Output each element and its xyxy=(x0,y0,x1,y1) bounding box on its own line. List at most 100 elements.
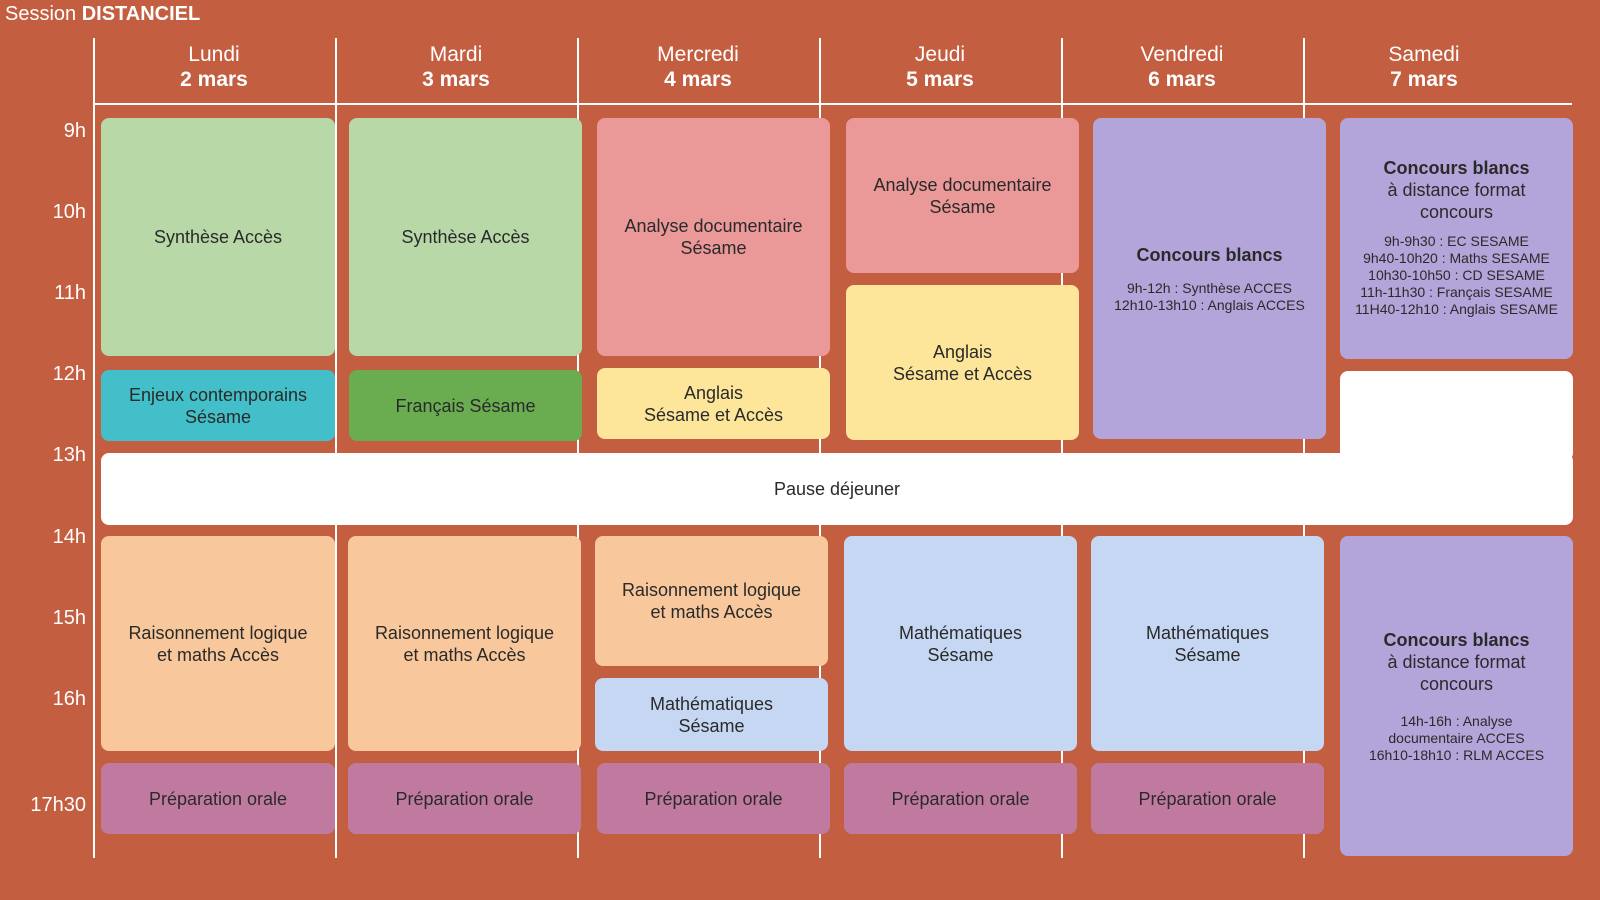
exam-title: Concours blancs xyxy=(1136,244,1283,265)
course-label: Mathématiques xyxy=(1145,622,1270,643)
exam-detail: 12h10-13h10 : Anglais ACCES xyxy=(1114,296,1305,313)
course-label: Sésame xyxy=(184,406,252,427)
day-name: Samedi xyxy=(1388,43,1460,66)
exam-detail: documentaire ACCES xyxy=(1388,729,1525,746)
exam-title: Concours blancs xyxy=(1383,629,1530,650)
course-block[interactable]: Enjeux contemporains Sésame xyxy=(101,370,335,441)
course-block[interactable]: Synthèse Accès xyxy=(349,118,582,356)
session-name: DISTANCIEL xyxy=(81,3,201,25)
course-label: Raisonnement logique xyxy=(374,622,555,643)
day-date: 7 mars xyxy=(1390,68,1458,91)
course-label: Synthèse Accès xyxy=(153,227,283,247)
exam-detail: 11h-11h30 : Français SESAME xyxy=(1360,284,1553,300)
hour-label: 13h xyxy=(52,444,86,466)
hour-label: 11h xyxy=(54,282,86,304)
course-block[interactable]: Mathématiques Sésame xyxy=(595,678,828,751)
course-label: Raisonnement logique xyxy=(128,622,308,643)
course-label: Analyse documentaire xyxy=(624,216,803,236)
course-label: Préparation orale xyxy=(1138,788,1277,809)
column-divider xyxy=(819,38,821,858)
day-name: Mercredi xyxy=(657,43,739,66)
course-label: Préparation orale xyxy=(395,788,534,809)
exam-subtitle: à distance format xyxy=(1387,180,1526,200)
lunch-label: Pause déjeuner xyxy=(773,479,901,499)
course-block[interactable]: Mathématiques Sésame xyxy=(1091,536,1324,751)
hour-label: 9h xyxy=(63,120,86,142)
lunch-break: Pause déjeuner xyxy=(101,453,1573,525)
day-name: Vendredi xyxy=(1140,43,1224,66)
course-label: Anglais xyxy=(932,341,993,362)
column-divider xyxy=(93,38,95,858)
course-block[interactable]: Préparation orale xyxy=(844,763,1077,834)
course-label: Mathématiques xyxy=(649,693,774,714)
exam-details: 9h-12h : Synthèse ACCES 12h10-13h10 : An… xyxy=(1114,280,1305,314)
day-date: 3 mars xyxy=(422,68,490,91)
course-label: Mathématiques xyxy=(898,622,1023,643)
course-block[interactable]: Analyse documentaire Sésame xyxy=(846,118,1079,273)
empty-slot xyxy=(1340,371,1573,461)
course-block[interactable]: Analyse documentaire Sésame xyxy=(597,118,830,356)
course-label: Sésame xyxy=(929,196,996,217)
day-date: 5 mars xyxy=(906,68,974,91)
course-label: Sésame xyxy=(1174,644,1241,665)
course-block[interactable]: Préparation orale xyxy=(348,763,581,834)
course-label: Préparation orale xyxy=(148,788,288,809)
exam-detail: 9h-9h30 : EC SESAME xyxy=(1384,233,1529,249)
exam-details: 14h-16h : Analyse documentaire ACCES 16h… xyxy=(1369,713,1544,764)
day-name: Jeudi xyxy=(914,43,966,66)
course-block[interactable]: Préparation orale xyxy=(101,763,335,834)
course-block[interactable]: Raisonnement logique et maths Accès xyxy=(595,536,828,666)
course-label: et maths Accès xyxy=(403,644,526,665)
exam-details: 9h-9h30 : EC SESAME 9h40-10h20 : Maths S… xyxy=(1355,233,1558,318)
exam-detail: 11H40-12h10 : Anglais SESAME xyxy=(1355,301,1558,317)
mock-exam-block[interactable]: Concours blancs à distance format concou… xyxy=(1340,118,1573,359)
course-label: Sésame xyxy=(680,238,747,258)
exam-detail: 16h10-18h10 : RLM ACCES xyxy=(1368,746,1545,763)
mock-exam-block[interactable]: Concours blancs 9h-12h : Synthèse ACCES … xyxy=(1093,118,1326,439)
hour-label: 12h xyxy=(52,363,86,385)
session-title: Session DISTANCIEL xyxy=(5,3,200,26)
course-block[interactable]: Anglais Sésame et Accès xyxy=(597,368,830,439)
course-block[interactable]: Raisonnement logique et maths Accès xyxy=(348,536,581,751)
course-label: Sésame xyxy=(678,715,745,736)
course-block[interactable]: Synthèse Accès xyxy=(101,118,335,356)
day-date: 2 mars xyxy=(180,68,248,91)
course-label: Synthèse Accès xyxy=(401,227,530,247)
day-date: 6 mars xyxy=(1148,68,1216,91)
course-block[interactable]: Français Sésame xyxy=(349,370,582,441)
course-label: Enjeux contemporains xyxy=(128,384,308,405)
course-label: Anglais xyxy=(683,382,744,403)
column-divider xyxy=(1061,38,1063,858)
mock-exam-block[interactable]: Concours blancs à distance format concou… xyxy=(1340,536,1573,856)
exam-title: Concours blancs xyxy=(1383,158,1530,178)
exam-subtitle: à distance format xyxy=(1387,651,1526,672)
course-block[interactable]: Préparation orale xyxy=(1091,763,1324,834)
exam-subtitle: concours xyxy=(1419,673,1494,694)
course-block[interactable]: Anglais Sésame et Accès xyxy=(846,285,1079,440)
course-block[interactable]: Mathématiques Sésame xyxy=(844,536,1077,751)
column-divider xyxy=(335,38,337,858)
course-label: Préparation orale xyxy=(891,788,1030,809)
exam-detail: 14h-16h : Analyse xyxy=(1400,712,1513,729)
exam-detail: 9h40-10h20 : Maths SESAME xyxy=(1363,250,1550,266)
course-block[interactable]: Raisonnement logique et maths Accès xyxy=(101,536,335,751)
course-block[interactable]: Préparation orale xyxy=(597,763,830,834)
course-label: Français Sésame xyxy=(395,395,536,416)
column-divider xyxy=(577,38,579,858)
exam-detail: 9h-12h : Synthèse ACCES xyxy=(1126,279,1292,296)
hour-label: 10h xyxy=(52,201,86,223)
exam-detail: 10h30-10h50 : CD SESAME xyxy=(1368,267,1545,283)
hour-label: 14h xyxy=(52,526,86,548)
exam-subtitle: concours xyxy=(1419,202,1494,222)
course-label: Sésame et Accès xyxy=(643,404,784,425)
session-prefix: Session xyxy=(5,3,77,25)
header-divider xyxy=(95,103,1572,105)
course-label: Analyse documentaire xyxy=(873,174,1052,195)
course-label: Sésame xyxy=(927,644,994,665)
course-label: et maths Accès xyxy=(156,644,280,665)
